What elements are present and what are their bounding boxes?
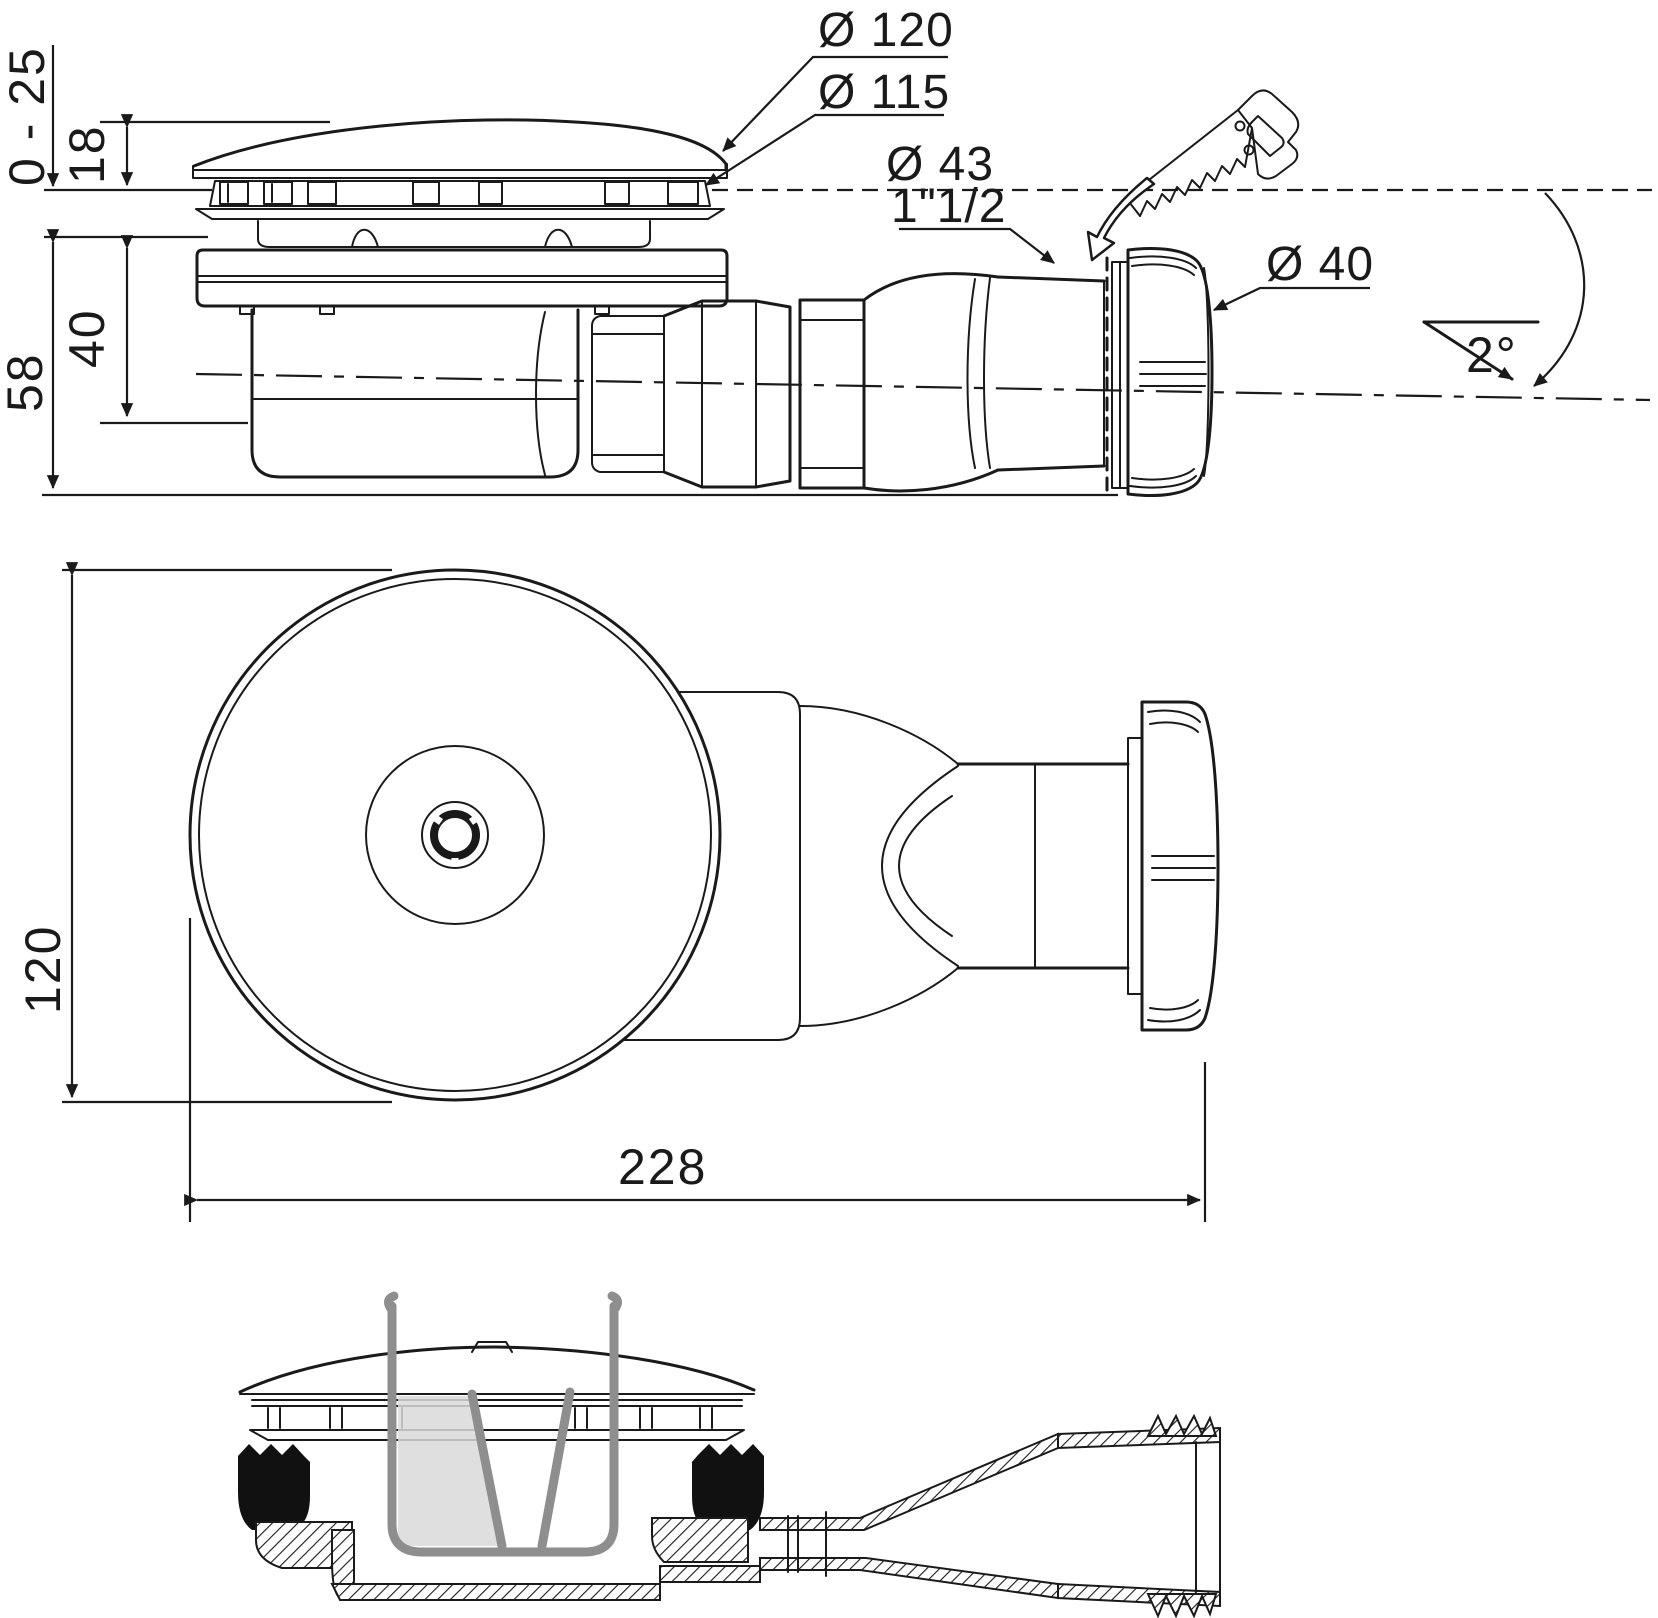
saw-icon — [1125, 89, 1300, 217]
body-depth-label: 40 — [59, 308, 115, 368]
grate-height-label: 18 — [59, 124, 115, 184]
outlet-thread-label: 1"1/2 — [891, 180, 1006, 233]
center-hole — [430, 810, 480, 860]
side-dimensions: 0 - 25 18 40 58 — [0, 45, 1118, 497]
section-view — [238, 1291, 1221, 1618]
tile-range-label: 0 - 25 — [0, 46, 55, 186]
plan-view: 120 228 — [15, 562, 1220, 1222]
total-depth-label: 58 — [0, 352, 53, 412]
cap-support-ring — [257, 220, 651, 248]
outlet-diameter-label: Ø 43 — [886, 138, 994, 191]
cap-dome — [192, 118, 728, 179]
slot-ring — [195, 180, 725, 220]
angle-arc — [1533, 192, 1586, 387]
cap-diameter-label: Ø 120 — [818, 4, 954, 57]
plan-diameter-label: 120 — [15, 925, 71, 1014]
trap-body — [250, 308, 580, 479]
center-line — [195, 372, 1651, 402]
slope-annotation: 2° — [1422, 192, 1586, 387]
outlet-pipe — [591, 272, 1106, 493]
flange — [195, 248, 729, 315]
rubber-seal-left — [238, 1444, 310, 1530]
compression-nut — [1111, 247, 1214, 497]
nut-diameter-label: Ø 40 — [1266, 238, 1374, 291]
cut-here-arrow-icon — [1086, 176, 1156, 262]
plan-dimensions: 120 228 — [15, 562, 1207, 1222]
diameter-labels: Ø 120 Ø 115 Ø 43 1"1/2 Ø 40 — [705, 4, 1374, 311]
section-cap — [238, 1341, 756, 1441]
cap-circle — [188, 568, 722, 1102]
overall-length-label: 228 — [618, 1139, 707, 1195]
siphon-insert — [384, 1291, 622, 1557]
side-view: 2° Ø 120 Ø 115 Ø 43 1"1/2 Ø 40 0 - 25 18… — [0, 4, 1652, 497]
plan-outlet-body — [559, 691, 1220, 1041]
slope-angle-label: 2° — [1466, 327, 1518, 383]
rubber-seal-right — [692, 1444, 764, 1530]
section-body-walls — [255, 1517, 761, 1601]
cap-under-diameter-label: Ø 115 — [818, 66, 950, 119]
waste-pipe — [759, 1413, 1221, 1618]
